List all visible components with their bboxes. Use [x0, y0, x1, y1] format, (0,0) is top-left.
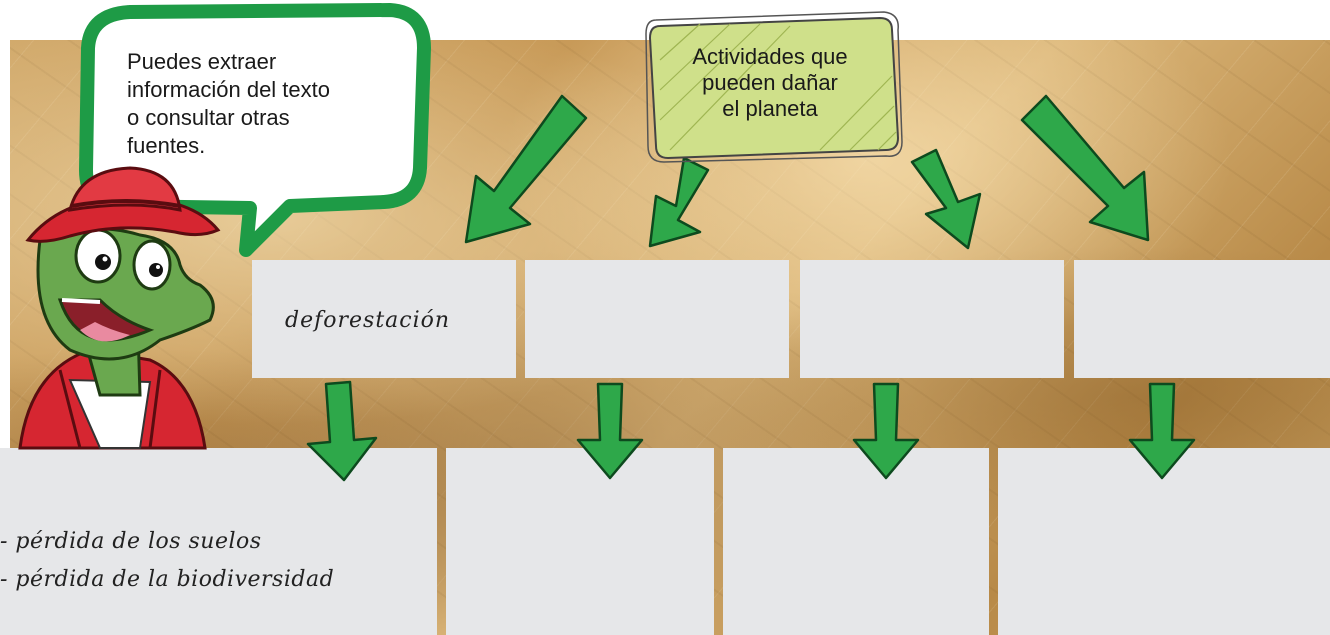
arrow-to-consequence-4: [1128, 382, 1196, 480]
consequence-box-3[interactable]: [723, 448, 989, 635]
activity-answer-1: deforestación: [285, 308, 451, 333]
activity-box-1[interactable]: [252, 260, 516, 378]
arrow-to-activity-2: [648, 156, 710, 248]
central-node-line-3: el planeta: [722, 96, 818, 121]
crocodile-character: [18, 166, 221, 450]
central-node-line-1: Actividades que: [692, 44, 848, 69]
consequence-line-2: - pérdida de la biodiversidad: [0, 567, 335, 592]
callout-line-3: o consultar otras: [127, 105, 290, 130]
arrow-to-activity-1: [464, 94, 588, 244]
arrow-to-activity-3: [910, 148, 982, 250]
central-node-line-2: pueden dañar: [702, 70, 838, 95]
activity-box-3[interactable]: [800, 260, 1064, 378]
consequence-line-1: - pérdida de los suelos: [0, 529, 262, 554]
consequence-box-2[interactable]: [446, 448, 714, 635]
callout-line-2: información del texto: [127, 77, 330, 102]
consequence-box-4[interactable]: [998, 448, 1330, 635]
activity-box-2[interactable]: [525, 260, 789, 378]
arrow-to-consequence-2: [576, 382, 644, 480]
activity-box-4[interactable]: [1074, 260, 1330, 378]
arrow-to-consequence-1: [306, 380, 378, 482]
callout-line-1: Puedes extraer: [127, 49, 277, 74]
callout-text: Puedes extraer información del texto o c…: [127, 48, 407, 160]
arrow-to-activity-4: [1020, 94, 1150, 242]
arrow-to-consequence-3: [852, 382, 920, 480]
central-note: [645, 11, 903, 163]
central-node-text: Actividades que pueden dañar el planeta: [665, 44, 875, 122]
callout-line-4: fuentes.: [127, 133, 206, 158]
consequence-box-1[interactable]: [0, 448, 437, 635]
consequence-answers-1: - pérdida de los suelos - pérdida de la …: [0, 523, 334, 599]
